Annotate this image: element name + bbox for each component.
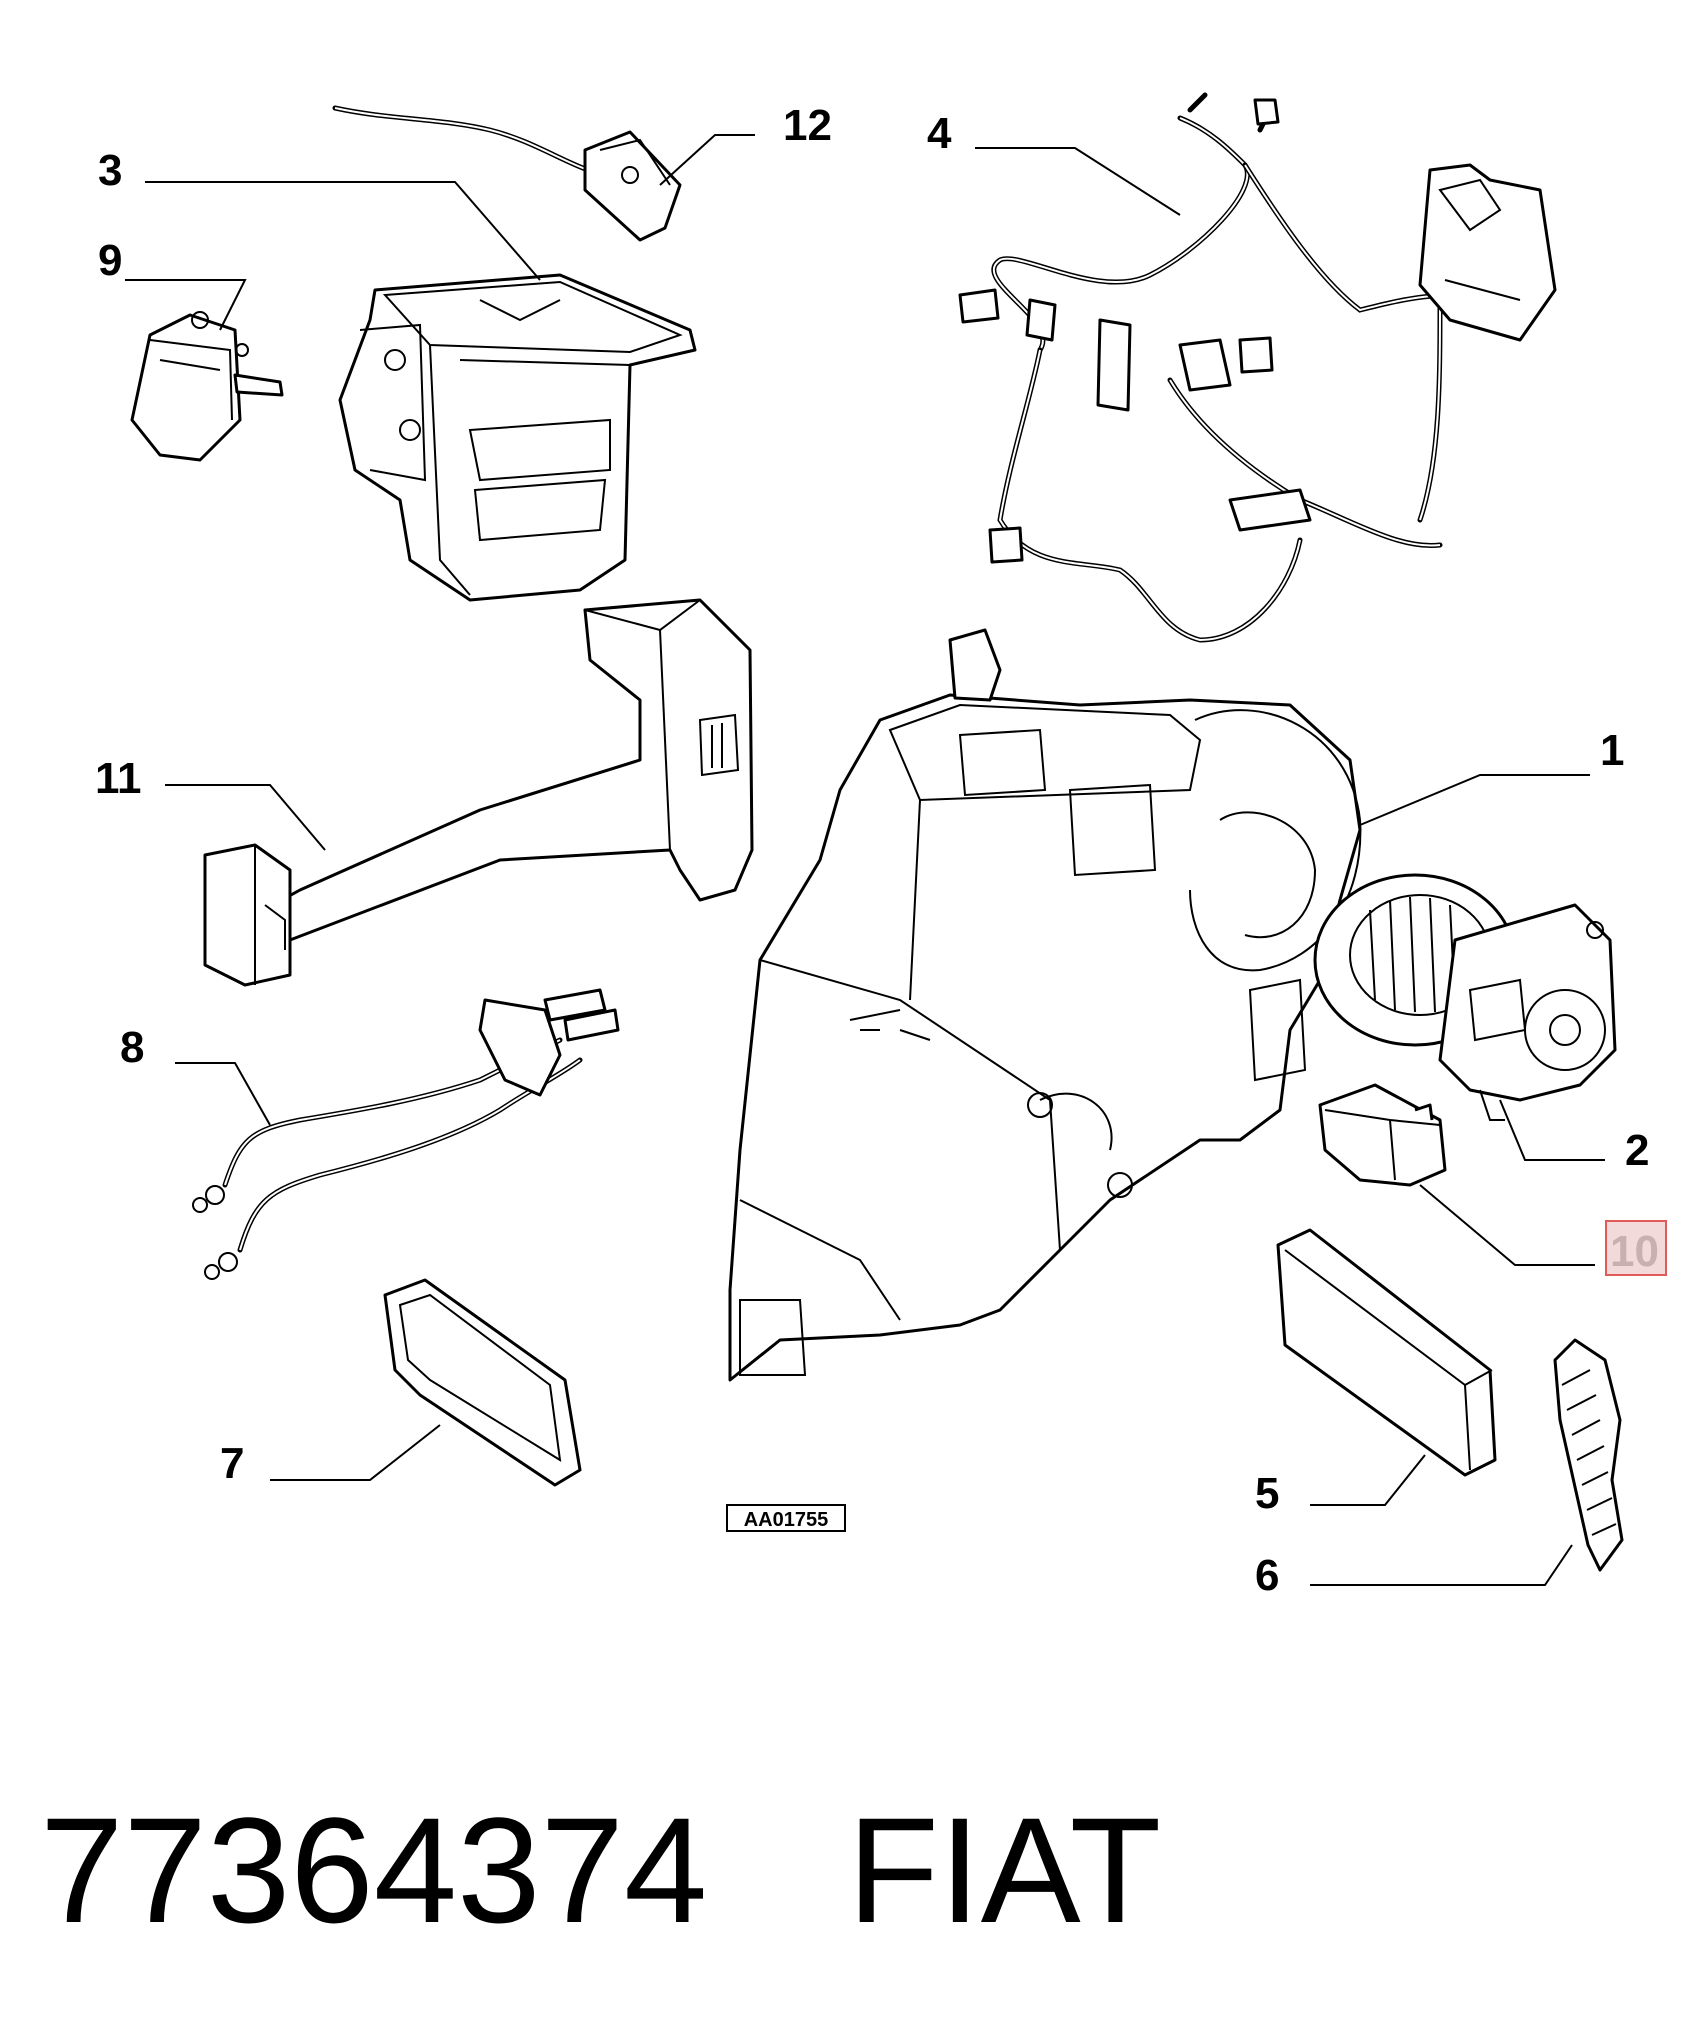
part-4-wiring-harness — [958, 92, 1557, 643]
callout-8: 8 — [120, 1023, 144, 1072]
callout-9: 9 — [98, 236, 122, 285]
callout-11: 11 — [95, 754, 142, 803]
part-3-air-box — [338, 273, 697, 602]
callout-5: 5 — [1255, 1469, 1279, 1518]
callout-4: 4 — [927, 109, 952, 158]
part-1-hvac-housing — [728, 628, 1362, 1382]
callout-12: 12 — [783, 101, 832, 150]
part-6-grille — [1553, 1338, 1624, 1572]
part-5-cabin-filter — [1276, 1228, 1497, 1477]
brand-name: FIAT — [847, 1786, 1162, 1954]
callout-10: 10 — [1610, 1227, 1659, 1276]
part-10-resistor — [1318, 1083, 1447, 1187]
part-8-heater-pipes — [192, 988, 620, 1280]
part-7-seal-frame — [383, 1278, 582, 1487]
part-12-sensor — [332, 105, 682, 242]
callout-labels: 12 3 4 9 11 1 8 2 10 7 5 6 — [95, 101, 1667, 1600]
part-9-actuator — [130, 311, 284, 462]
leader-lines — [125, 134, 1605, 1586]
part-caption: 77364374 FIAT — [40, 1790, 1161, 1950]
part-11-duct — [203, 598, 754, 987]
callout-2: 2 — [1625, 1126, 1649, 1175]
part-number: 77364374 — [40, 1786, 708, 1954]
callout-3: 3 — [98, 146, 122, 195]
drawing-ref-text: AA01755 — [744, 1509, 829, 1531]
callout-1: 1 — [1600, 726, 1624, 775]
part-2-blower-motor — [1313, 873, 1617, 1121]
callout-7: 7 — [220, 1439, 244, 1488]
drawing-reference: AA01755 — [726, 1504, 846, 1532]
callout-6: 6 — [1255, 1551, 1279, 1600]
callout-10-highlight — [1605, 1220, 1667, 1276]
